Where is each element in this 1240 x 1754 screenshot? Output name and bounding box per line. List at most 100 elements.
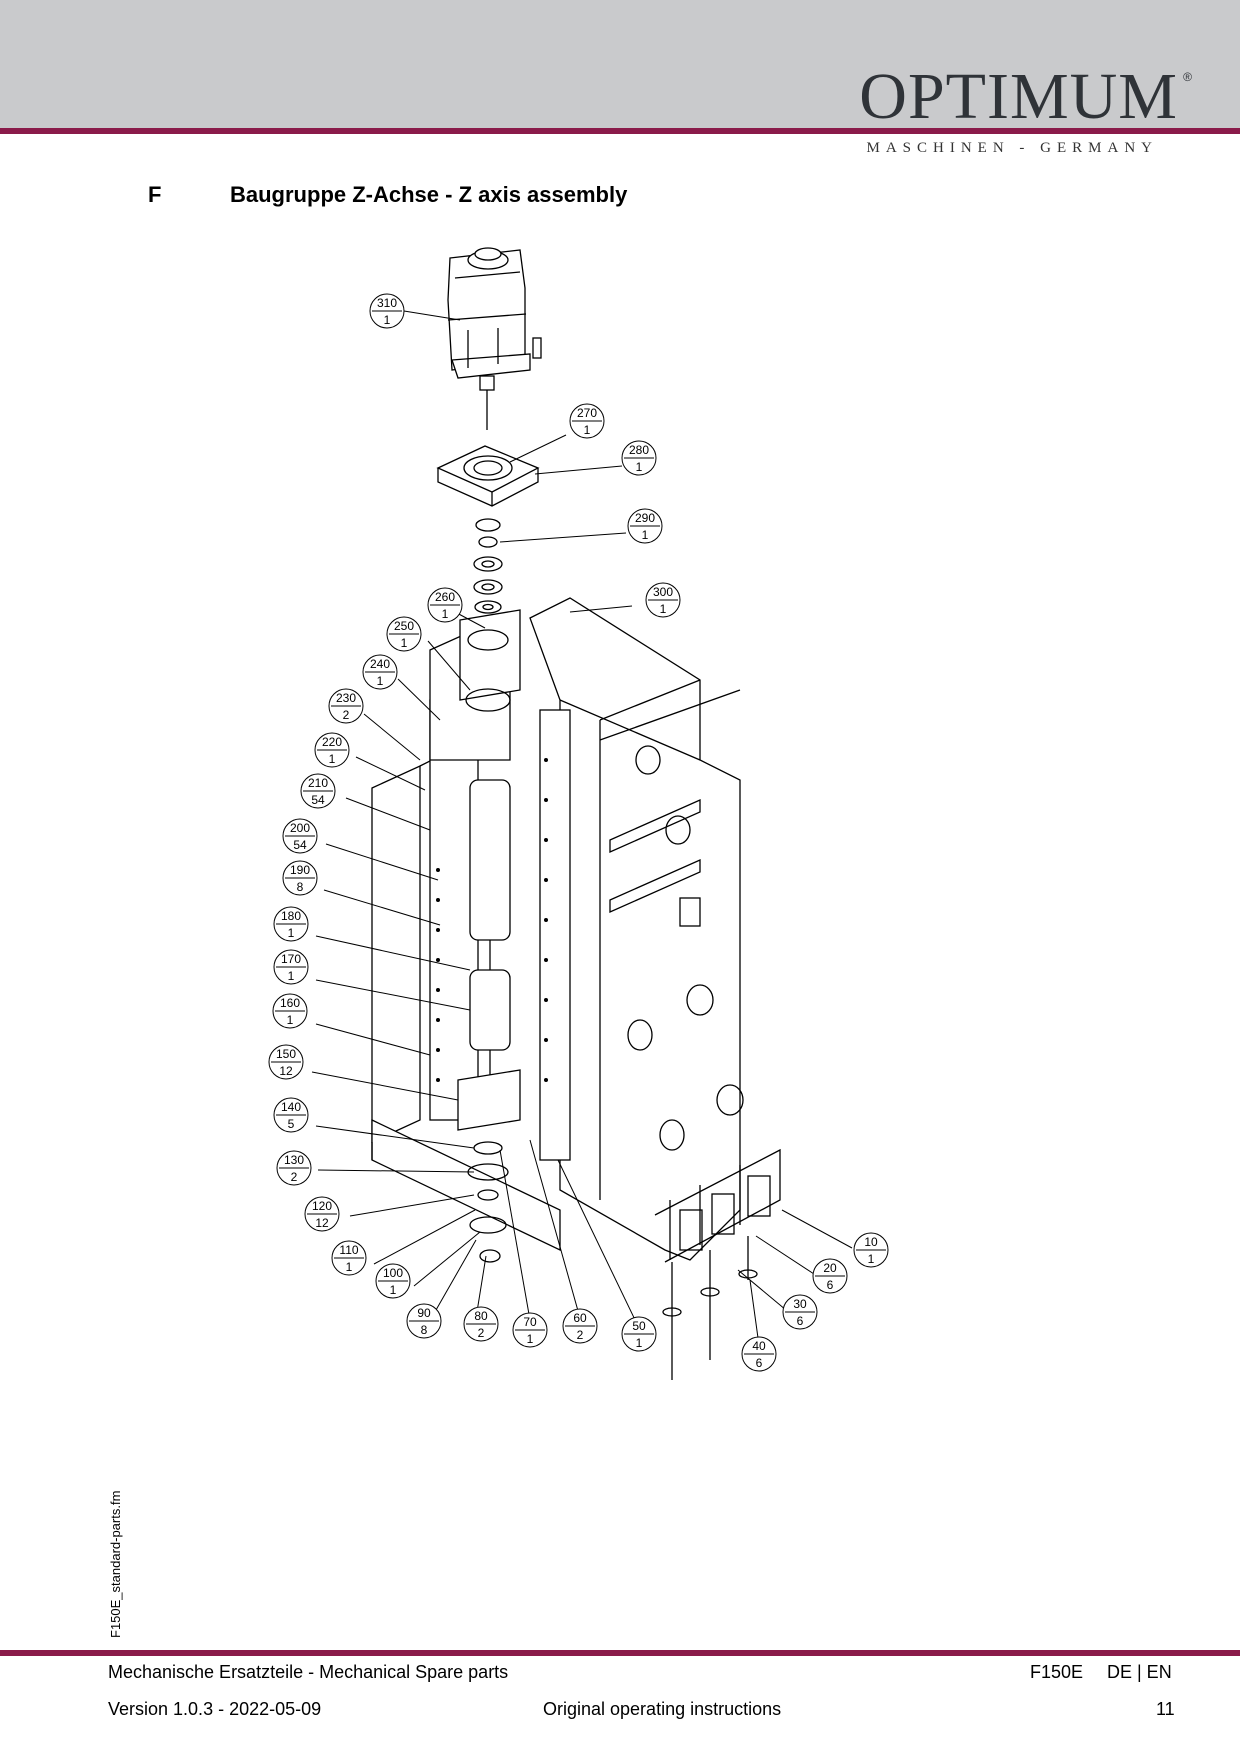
header-rule xyxy=(0,128,1240,134)
callout-30: 306 xyxy=(782,1294,818,1330)
callout-quantity: 1 xyxy=(401,636,408,650)
footer-languages: DE | EN xyxy=(1107,1662,1172,1682)
callout-quantity: 1 xyxy=(346,1260,353,1274)
callout-quantity: 2 xyxy=(343,708,350,722)
callout-quantity: 1 xyxy=(377,674,384,688)
callout-quantity: 1 xyxy=(636,1336,643,1350)
callout-70: 701 xyxy=(512,1312,548,1348)
registered-mark: ® xyxy=(1183,70,1192,84)
callout-part-number: 50 xyxy=(632,1319,646,1333)
callout-part-number: 250 xyxy=(394,619,414,633)
z-slide-and-ballscrew xyxy=(371,609,571,1263)
callout-part-number: 200 xyxy=(290,821,310,835)
callout-quantity: 12 xyxy=(279,1064,293,1078)
callout-40: 406 xyxy=(741,1336,777,1372)
callout-quantity: 2 xyxy=(478,1326,485,1340)
callout-part-number: 40 xyxy=(752,1339,766,1353)
header-band xyxy=(0,0,1240,128)
callout-part-number: 240 xyxy=(370,657,390,671)
callout-part-number: 190 xyxy=(290,863,310,877)
callout-90: 908 xyxy=(406,1303,442,1339)
footer-page-number: 11 xyxy=(1156,1699,1175,1719)
callout-quantity: 8 xyxy=(421,1323,428,1337)
callout-quantity: 2 xyxy=(577,1328,584,1342)
footer-version: Version 1.0.3 - 2022-05-09 xyxy=(108,1699,322,1719)
bearing-stack xyxy=(473,518,503,614)
logo-tagline: MASCHINEN - GERMANY xyxy=(866,140,1158,156)
callout-quantity: 1 xyxy=(390,1283,397,1297)
callout-part-number: 20 xyxy=(823,1261,837,1275)
callout-80: 802 xyxy=(463,1306,499,1342)
callout-part-number: 150 xyxy=(276,1047,296,1061)
callout-part-number: 30 xyxy=(793,1297,807,1311)
callout-part-number: 310 xyxy=(377,296,397,310)
callout-quantity: 54 xyxy=(293,838,307,852)
section-letter: F xyxy=(148,182,162,207)
optimum-logo: OPTIMUM xyxy=(859,60,1178,133)
callout-quantity: 1 xyxy=(288,969,295,983)
callout-part-number: 280 xyxy=(629,443,649,457)
callout-quantity: 8 xyxy=(297,880,304,894)
callout-part-number: 220 xyxy=(322,735,342,749)
callout-50: 501 xyxy=(621,1316,657,1352)
callout-part-number: 60 xyxy=(573,1311,587,1325)
callout-20: 206 xyxy=(812,1258,848,1294)
callout-quantity: 6 xyxy=(797,1314,804,1328)
side-file-label: F150E_standard-parts.fm xyxy=(108,1490,123,1638)
callout-part-number: 180 xyxy=(281,909,301,923)
footer-title: Mechanische Ersatzteile - Mechanical Spa… xyxy=(108,1662,509,1682)
callout-part-number: 290 xyxy=(635,511,655,525)
callout-quantity: 1 xyxy=(527,1332,534,1346)
callout-quantity: 6 xyxy=(756,1356,763,1370)
callout-10: 101 xyxy=(853,1232,889,1268)
callout-quantity: 1 xyxy=(384,313,391,327)
callout-quantity: 1 xyxy=(329,752,336,766)
callout-quantity: 1 xyxy=(868,1252,875,1266)
callout-quantity: 1 xyxy=(642,528,649,542)
motor-flange-plate xyxy=(436,445,540,507)
footer-model: F150E xyxy=(1030,1662,1084,1682)
callout-part-number: 110 xyxy=(339,1243,358,1257)
callout-quantity: 6 xyxy=(827,1278,834,1292)
callout-quantity: 12 xyxy=(315,1216,329,1230)
callout-quantity: 1 xyxy=(287,1013,294,1027)
footer-rule xyxy=(0,1650,1240,1656)
callout-part-number: 130 xyxy=(284,1153,304,1167)
callout-quantity: 54 xyxy=(311,793,325,807)
column-housing xyxy=(529,597,781,1263)
callout-part-number: 170 xyxy=(281,952,301,966)
callout-part-number: 80 xyxy=(474,1309,488,1323)
callout-quantity: 1 xyxy=(660,602,667,616)
callout-60: 602 xyxy=(562,1308,598,1344)
callout-part-number: 270 xyxy=(577,406,597,420)
callout-quantity: 1 xyxy=(636,460,643,474)
leveling-feet xyxy=(662,1236,758,1380)
callout-part-number: 100 xyxy=(383,1266,403,1280)
callout-quantity: 1 xyxy=(442,607,449,621)
leader-lines xyxy=(311,310,853,1339)
callout-part-number: 120 xyxy=(312,1199,332,1213)
